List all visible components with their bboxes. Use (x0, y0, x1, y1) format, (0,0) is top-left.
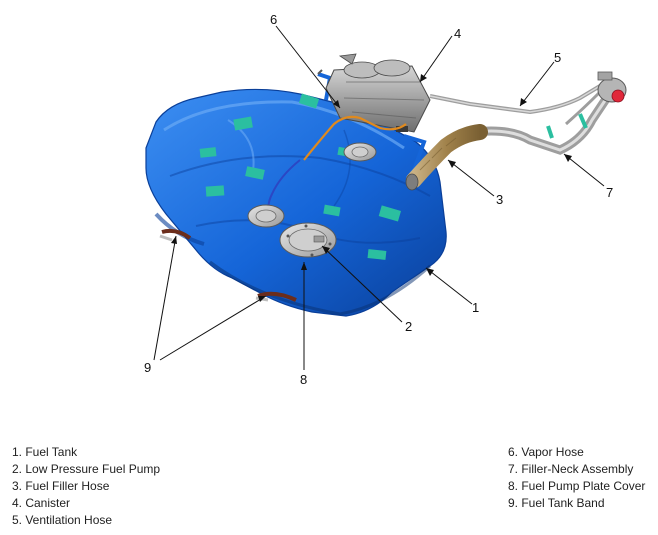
low-pressure-fuel-pump-flange (247, 142, 377, 228)
callout-2: 2 (405, 319, 412, 334)
legend-item-fuel-tank-band: 9. Fuel Tank Band (508, 496, 605, 510)
legend-item-fuel-tank: 1. Fuel Tank (12, 445, 78, 459)
ventilation-hose (429, 84, 602, 115)
callout-4: 4 (454, 26, 461, 41)
legend-item-canister: 4. Canister (12, 496, 71, 510)
callout-7: 7 (606, 185, 613, 200)
callout-5: 5 (554, 50, 561, 65)
fuel-tank-assembly-diagram: 1 2 3 4 5 6 7 8 9 (144, 12, 627, 387)
callout-8: 8 (300, 372, 307, 387)
canister (325, 53, 431, 133)
callout-9: 9 (144, 360, 151, 375)
fuel-pump-plate-cover (279, 222, 337, 258)
fuel-filler-hose (405, 124, 488, 191)
legend-item-filler-neck-assembly: 7. Filler-Neck Assembly (508, 462, 634, 476)
callout-6: 6 (270, 12, 277, 27)
leader-lines (153, 25, 605, 370)
callout-3: 3 (496, 192, 503, 207)
legend-item-fuel-pump-plate-cover: 8. Fuel Pump Plate Cover (508, 479, 646, 493)
legend-item-fuel-filler-hose: 3. Fuel Filler Hose (12, 479, 110, 493)
callout-1: 1 (472, 300, 479, 315)
legend-item-low-pressure-fuel-pump: 2. Low Pressure Fuel Pump (12, 462, 161, 476)
callout-labels: 1 2 3 4 5 6 7 8 9 (144, 12, 613, 387)
legend-right-column: 6. Vapor Hose 7. Filler-Neck Assembly 8.… (508, 444, 645, 512)
legend-item-vapor-hose: 6. Vapor Hose (508, 445, 584, 459)
filler-neck-assembly (473, 71, 627, 155)
legend-item-ventilation-hose: 5. Ventilation Hose (12, 513, 113, 527)
legend-left-column: 1. Fuel Tank 2. Low Pressure Fuel Pump 3… (12, 444, 160, 529)
